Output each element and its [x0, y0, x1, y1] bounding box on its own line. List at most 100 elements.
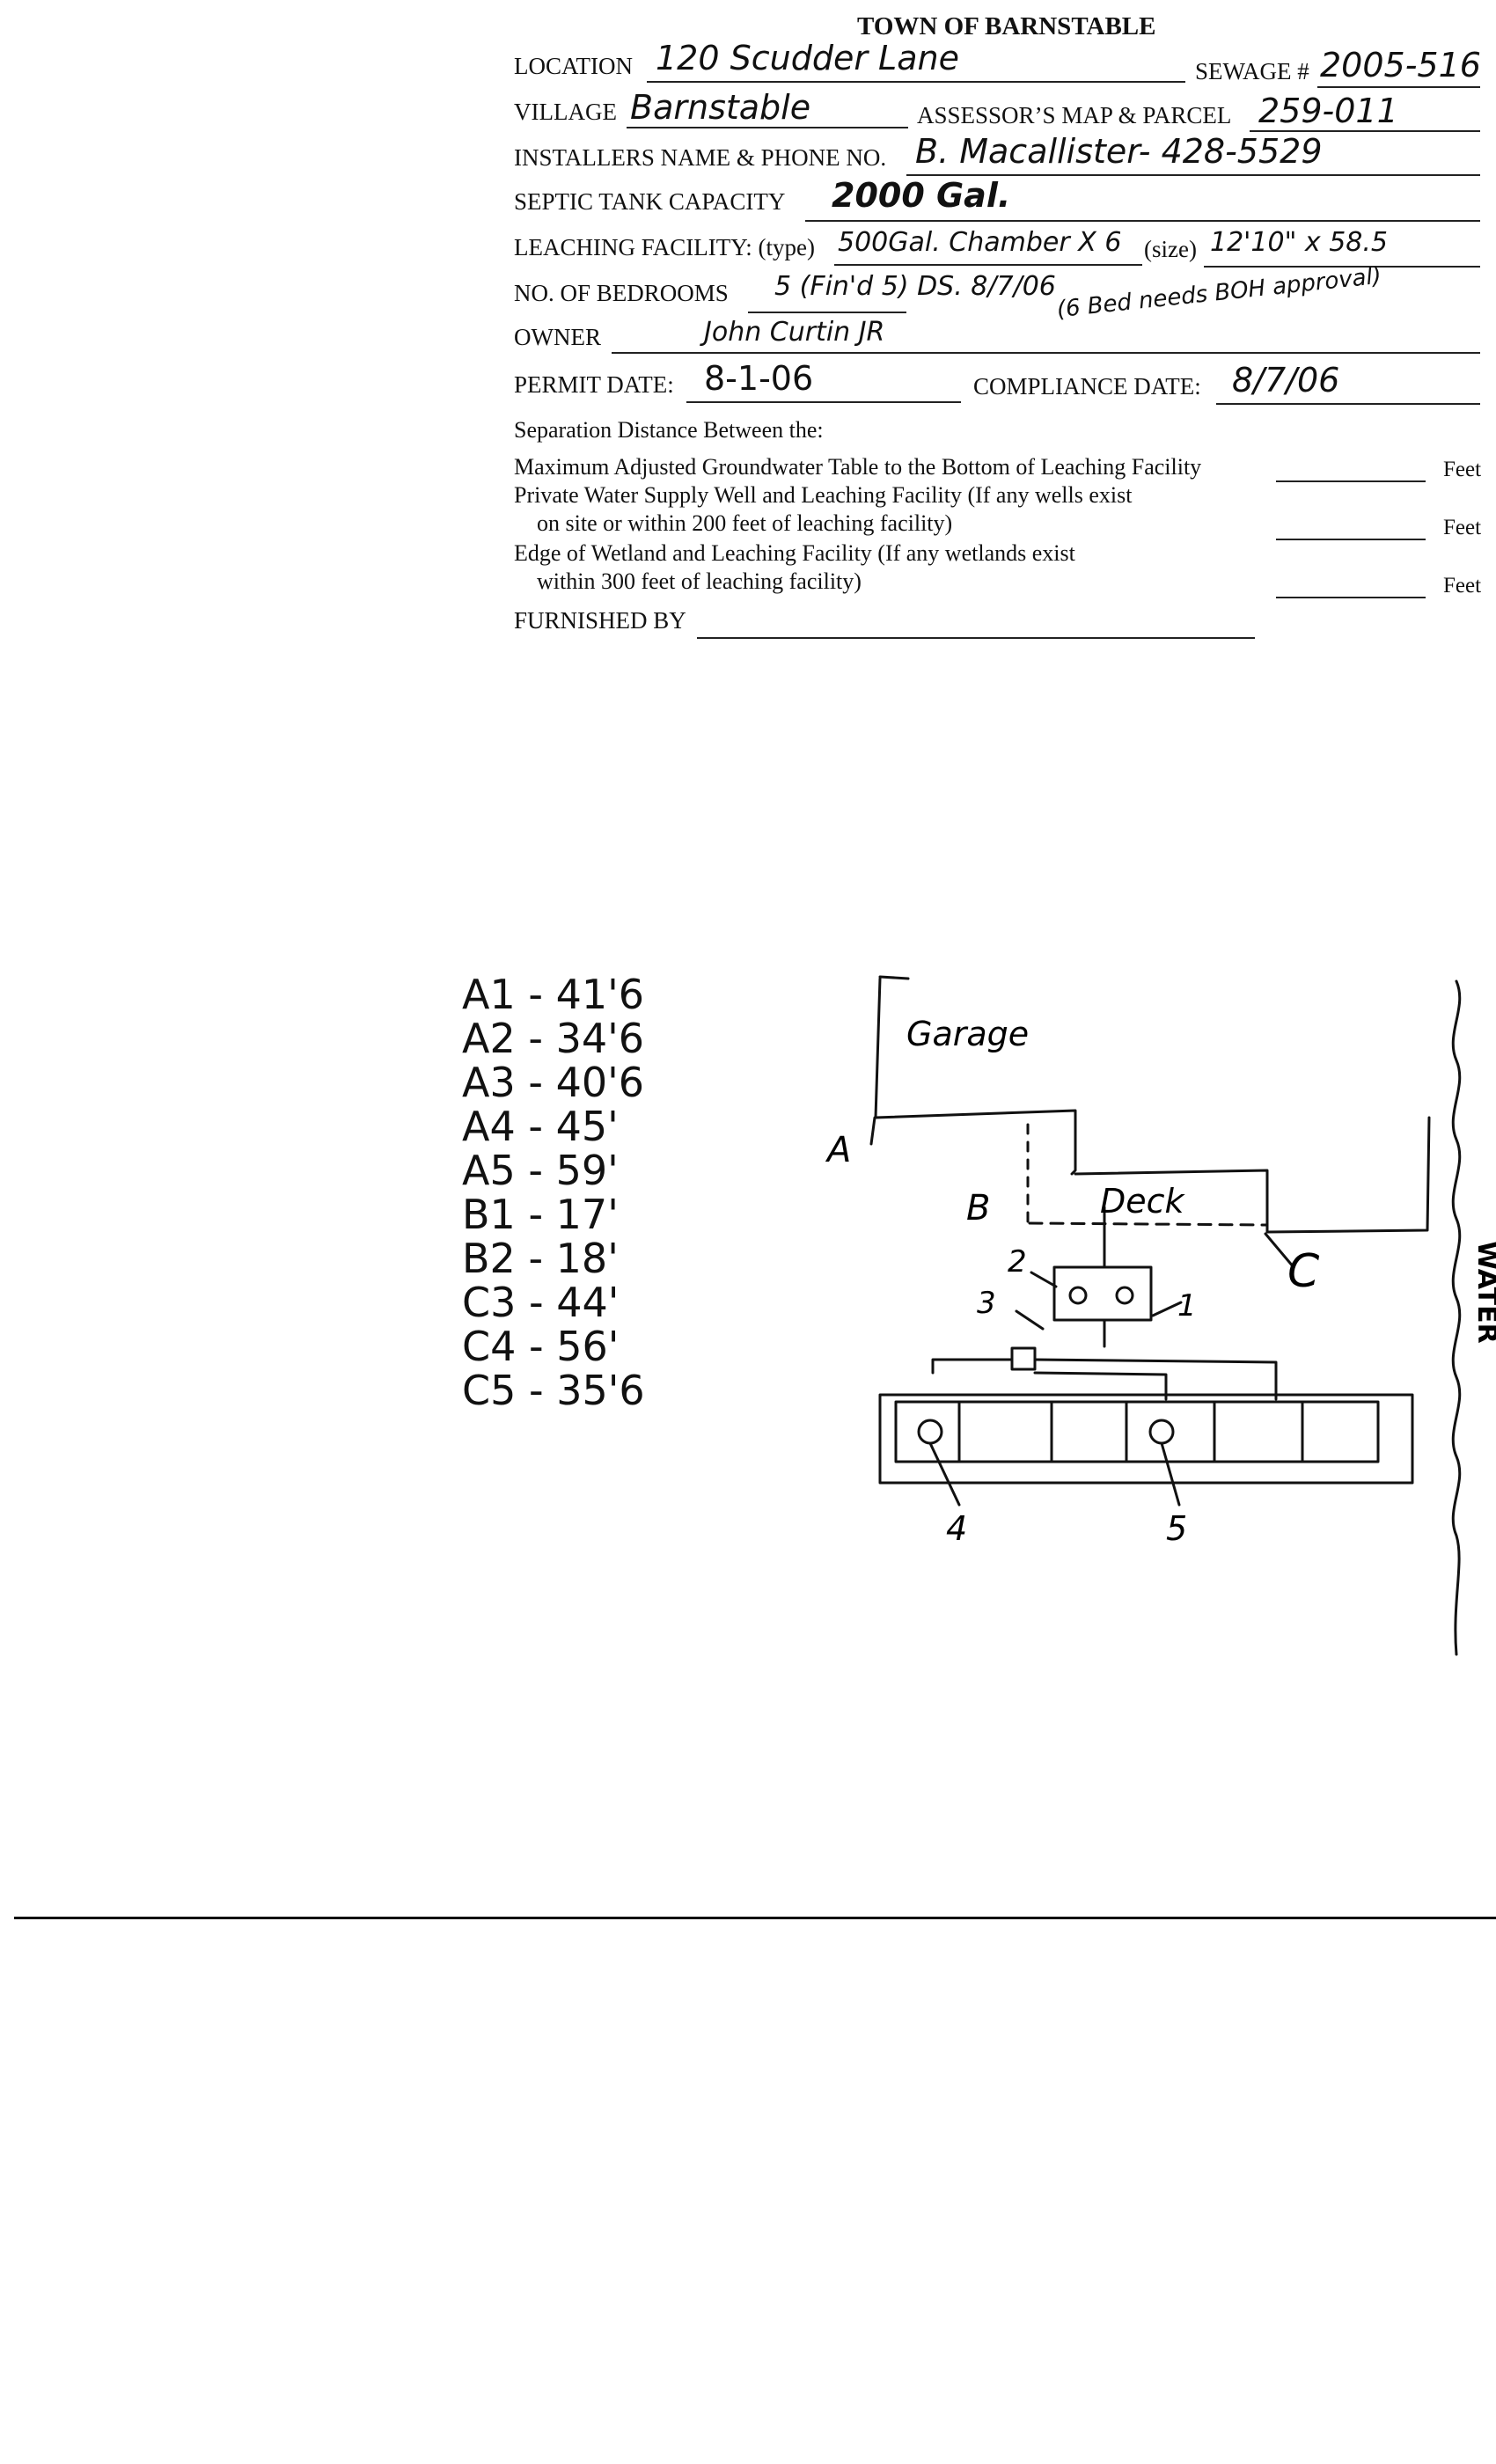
wetland-feet: Feet — [1443, 574, 1482, 598]
location-value: 120 Scudder Lane — [656, 39, 959, 77]
compliance-line — [1216, 403, 1480, 405]
septic-form: TOWN OF BARNSTABLE LOCATION 120 Scudder … — [0, 0, 1496, 669]
leader-5 — [1160, 1441, 1181, 1507]
owner-line — [612, 352, 1480, 354]
page-divider — [14, 1917, 1496, 1919]
deck-label: Deck — [1100, 1182, 1186, 1221]
groundwater-label: Maximum Adjusted Groundwater Table to th… — [514, 454, 1202, 480]
location-line — [647, 81, 1185, 83]
septic-value: 2000 Gal. — [832, 176, 1011, 215]
leader-c — [1264, 1232, 1295, 1269]
bedrooms-line — [748, 312, 906, 313]
measurement-item: A5 - 59' — [462, 1147, 619, 1194]
location-label: LOCATION — [514, 53, 633, 79]
leaching-field-outer — [878, 1393, 1414, 1485]
measurement-item: C3 - 44' — [462, 1279, 620, 1326]
point-b-label: B — [966, 1188, 990, 1228]
separation-heading: Separation Distance Between the: — [514, 417, 824, 443]
owner-value: John Curtin JR — [704, 317, 885, 348]
well-line — [1276, 539, 1426, 540]
leaching-type-value: 500Gal. Chamber X 6 — [838, 227, 1122, 258]
chamber-port-5 — [1148, 1419, 1175, 1445]
measurement-item: A1 - 41'6 — [462, 971, 645, 1018]
assessor-line — [1250, 130, 1480, 132]
wetland-label-2: within 300 feet of leaching facility) — [537, 568, 862, 594]
compliance-value: 8/7/06 — [1232, 361, 1340, 400]
distribution-box — [1010, 1346, 1037, 1371]
tank-port-2 — [1115, 1286, 1134, 1305]
dist-line-right — [1033, 1358, 1278, 1401]
sewage-value: 2005-516 — [1320, 46, 1481, 84]
bedrooms-label: NO. OF BEDROOMS — [514, 280, 729, 306]
leader-a — [869, 1116, 876, 1146]
installer-value: B. Macallister- 428-5529 — [915, 132, 1323, 171]
point-c-label: C — [1287, 1245, 1320, 1298]
chamber-port-4 — [917, 1419, 943, 1445]
dist-line-mid — [1033, 1371, 1168, 1401]
well-label-1: Private Water Supply Well and Leaching F… — [514, 482, 1133, 508]
village-label: VILLAGE — [514, 99, 617, 125]
wetland-line — [1276, 597, 1426, 598]
tank-port-1 — [1068, 1286, 1088, 1305]
measurement-item: C4 - 56' — [462, 1323, 620, 1370]
house-outline — [1074, 1116, 1431, 1234]
garage-label: Garage — [906, 1015, 1029, 1053]
sewage-line — [1317, 86, 1480, 88]
septic-line — [805, 220, 1480, 222]
leader-2 — [1030, 1271, 1058, 1288]
permit-label: PERMIT DATE: — [514, 371, 674, 398]
furnished-label: FURNISHED BY — [514, 607, 686, 634]
garage-top-edge — [878, 975, 910, 980]
leader-3 — [1015, 1309, 1045, 1331]
compliance-label: COMPLIANCE DATE: — [973, 373, 1201, 400]
leader-4 — [928, 1441, 961, 1507]
village-line — [627, 127, 908, 128]
garage-outline — [874, 977, 1077, 1176]
point-a-label: A — [825, 1130, 851, 1170]
village-value: Barnstable — [630, 88, 811, 127]
water-label: WATER — [1471, 1241, 1496, 1344]
permit-value: 8-1-06 — [704, 359, 814, 398]
installer-line — [906, 174, 1480, 176]
dist-line-left — [931, 1358, 1014, 1375]
form-title: TOWN OF BARNSTABLE — [857, 12, 1156, 40]
owner-label: OWNER — [514, 324, 601, 350]
furnished-line — [697, 637, 1255, 639]
num-2-label: 2 — [1008, 1244, 1027, 1280]
water-edge — [1451, 979, 1462, 1656]
num-4-label: 4 — [946, 1509, 967, 1548]
chamber-dividers — [957, 1400, 1304, 1463]
leaching-field-inner — [894, 1400, 1380, 1463]
leader-1 — [1151, 1301, 1183, 1317]
groundwater-line — [1276, 480, 1426, 482]
well-feet: Feet — [1443, 516, 1482, 539]
sewage-label: SEWAGE # — [1195, 58, 1309, 84]
measurement-item: B2 - 18' — [462, 1235, 619, 1282]
num-1-label: 1 — [1177, 1288, 1197, 1324]
dashed-deck-edge — [1028, 1221, 1269, 1227]
measurement-item: A3 - 40'6 — [462, 1059, 645, 1106]
measurement-item: B1 - 17' — [462, 1191, 619, 1238]
groundwater-feet: Feet — [1443, 458, 1482, 481]
bedrooms-value: 5 (Fin'd 5) DS. 8/7/06 — [774, 271, 1056, 302]
installer-label: INSTALLERS NAME & PHONE NO. — [514, 144, 887, 171]
measurement-notes: A1 - 41'6 A2 - 34'6 A3 - 40'6 A4 - 45' A… — [462, 972, 645, 1412]
num-5-label: 5 — [1166, 1509, 1187, 1548]
measurement-item: A4 - 45' — [462, 1103, 619, 1150]
permit-line — [686, 401, 961, 403]
septic-label: SEPTIC TANK CAPACITY — [514, 188, 786, 215]
well-label-2: on site or within 200 feet of leaching f… — [537, 510, 953, 536]
measurement-item: A2 - 34'6 — [462, 1015, 645, 1062]
assessor-value: 259-011 — [1258, 92, 1398, 130]
leaching-size-line — [1204, 266, 1480, 268]
leaching-label: LEACHING FACILITY: (type) — [514, 234, 815, 260]
assessor-label: ASSESSOR’S MAP & PARCEL — [917, 102, 1232, 128]
leaching-size-value: 12'10" x 58.5 — [1210, 227, 1389, 258]
septic-tank — [1052, 1265, 1153, 1322]
wetland-label-1: Edge of Wetland and Leaching Facility (I… — [514, 540, 1075, 566]
leaching-size-label: (size) — [1144, 236, 1197, 262]
leaching-type-line — [834, 264, 1142, 266]
measurement-item: C5 - 35'6 — [462, 1367, 645, 1414]
num-3-label: 3 — [977, 1286, 996, 1321]
